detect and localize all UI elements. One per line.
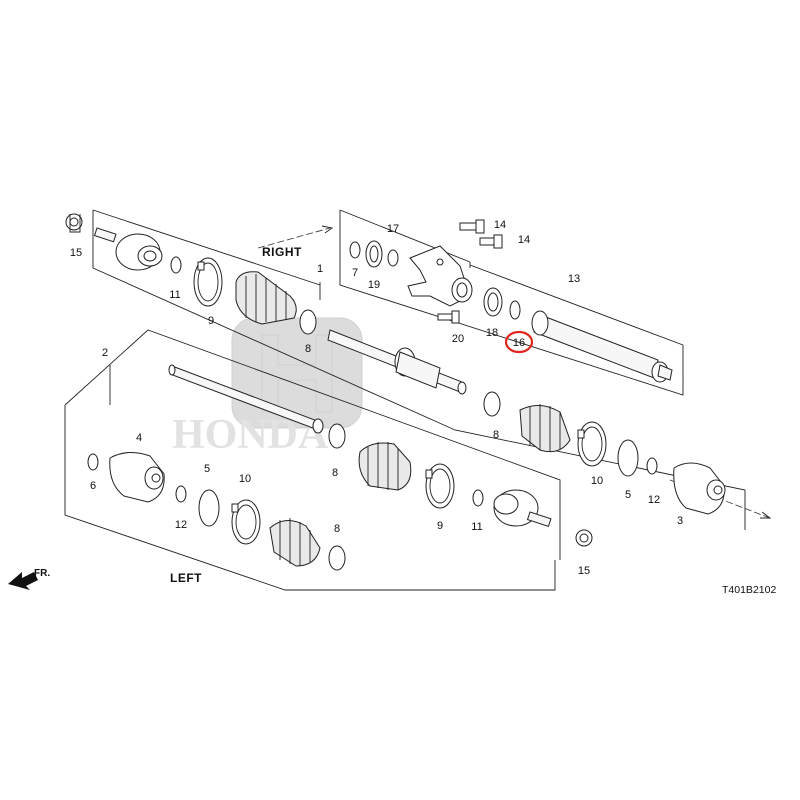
boot-band-10-right bbox=[577, 421, 607, 467]
callout-19: 19 bbox=[368, 279, 380, 291]
callout-20: 20 bbox=[452, 333, 464, 345]
clip-12-left bbox=[175, 485, 187, 503]
boot-band-9-right bbox=[193, 257, 223, 307]
boot-band-10-left bbox=[231, 499, 261, 545]
circlip-16 bbox=[509, 300, 521, 320]
callout-8-a: 8 bbox=[305, 343, 311, 355]
callout-9-left: 9 bbox=[437, 520, 443, 532]
callout-16: 16 bbox=[513, 337, 525, 349]
outboard-joint-left bbox=[493, 489, 552, 528]
front-direction-arrow bbox=[8, 572, 38, 590]
callout-10-left: 10 bbox=[239, 473, 251, 485]
boot-left-outboard bbox=[358, 442, 412, 491]
front-label: FR. bbox=[34, 568, 50, 579]
diagram-code: T401B2102 bbox=[722, 584, 776, 596]
left-label: LEFT bbox=[170, 571, 202, 585]
callout-14-b: 14 bbox=[518, 234, 530, 246]
callout-5-right: 5 bbox=[625, 489, 631, 501]
callout-8-b: 8 bbox=[493, 429, 499, 441]
outboard-joint-right bbox=[93, 227, 163, 271]
callout-14-a: 14 bbox=[494, 219, 506, 231]
bolt-14-upper bbox=[459, 219, 485, 234]
seal-19 bbox=[365, 240, 383, 268]
callout-3: 3 bbox=[677, 515, 683, 527]
left-assembly-frame bbox=[64, 329, 561, 591]
callout-17: 17 bbox=[387, 223, 399, 235]
clip-12-right bbox=[646, 457, 658, 475]
right-label: RIGHT bbox=[262, 245, 302, 259]
inboard-joint-4 bbox=[109, 452, 165, 503]
lock-nut-15-left bbox=[575, 529, 593, 547]
bolt-20 bbox=[437, 310, 460, 324]
snap-ring-7 bbox=[349, 241, 361, 259]
callout-1: 1 bbox=[317, 263, 323, 275]
boot-band-8-right-upper bbox=[299, 309, 317, 335]
circlip-5-right bbox=[617, 439, 639, 477]
boot-band-8-right-lower bbox=[483, 391, 501, 417]
driveshaft-1 bbox=[327, 329, 467, 395]
callout-7: 7 bbox=[352, 267, 358, 279]
boot-left-inboard bbox=[269, 518, 321, 567]
clip-11-left bbox=[472, 489, 484, 507]
callout-12-left: 12 bbox=[175, 519, 187, 531]
callout-10-right: 10 bbox=[591, 475, 603, 487]
driveshaft-2 bbox=[168, 364, 324, 434]
boot-right-inboard bbox=[519, 404, 571, 453]
boot-right bbox=[235, 271, 297, 325]
callout-13: 13 bbox=[568, 273, 580, 285]
callout-8-d: 8 bbox=[334, 523, 340, 535]
ring-17 bbox=[387, 249, 399, 267]
callout-15-right: 15 bbox=[70, 247, 82, 259]
circlip-5-left bbox=[198, 489, 220, 527]
clip-6-left bbox=[87, 453, 99, 471]
bearing-support-bracket bbox=[407, 245, 473, 307]
callout-9-right: 9 bbox=[208, 315, 214, 327]
callout-15-left: 15 bbox=[578, 565, 590, 577]
highlight-circle-16 bbox=[504, 330, 534, 354]
boot-band-8-left-lower bbox=[328, 545, 346, 571]
boot-band-8-left-upper bbox=[328, 423, 346, 449]
inboard-joint-3 bbox=[673, 462, 726, 515]
callout-18: 18 bbox=[486, 327, 498, 339]
callout-5-left: 5 bbox=[204, 463, 210, 475]
bolt-14-lower bbox=[479, 234, 503, 249]
lock-nut-15-right bbox=[65, 213, 83, 233]
callout-6: 6 bbox=[90, 480, 96, 492]
clip-11-right bbox=[170, 256, 182, 274]
bearing-18 bbox=[483, 287, 503, 317]
callout-8-c: 8 bbox=[332, 467, 338, 479]
callout-12-right: 12 bbox=[648, 494, 660, 506]
callout-2: 2 bbox=[102, 347, 108, 359]
intermediate-shaft-13 bbox=[531, 310, 673, 383]
boot-band-9-left bbox=[425, 463, 455, 509]
callout-11-left: 11 bbox=[471, 521, 482, 533]
callout-11-right: 11 bbox=[169, 289, 180, 301]
callout-4: 4 bbox=[136, 432, 142, 444]
